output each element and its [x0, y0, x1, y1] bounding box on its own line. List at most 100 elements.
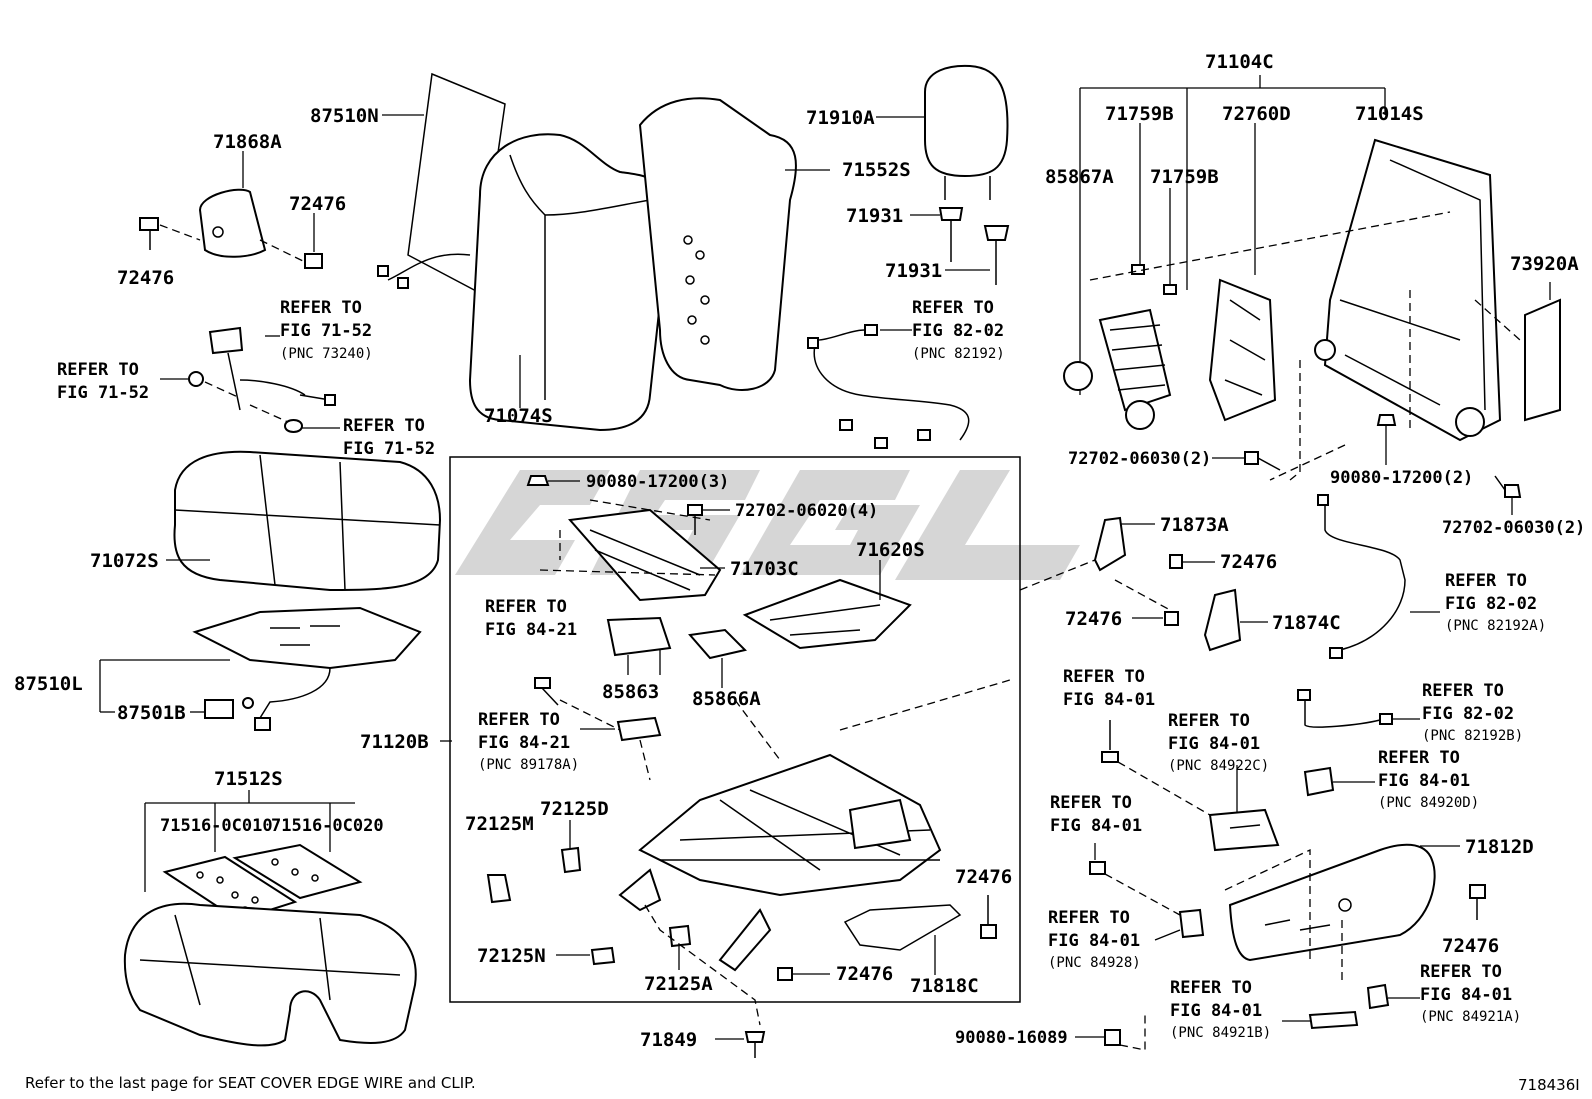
bolt-72476-track — [777, 967, 793, 981]
leader-ref-84928 — [1154, 929, 1181, 941]
seat-heater-pad — [192, 606, 422, 731]
svg-text:FIG 71-52: FIG 71-52 — [57, 383, 149, 403]
lumbar-switch-knob — [1303, 766, 1335, 797]
svg-text:FIG 84-01: FIG 84-01 — [1378, 771, 1470, 791]
ref-callout: REFER TO FIG 84-01 (PNC 84928) — [1048, 908, 1141, 971]
headrest — [924, 64, 1009, 200]
leader-71104C — [1079, 87, 1386, 395]
bolt-72476-left — [139, 217, 159, 250]
part-label: 71703C — [730, 558, 799, 580]
part-label: 71512S — [214, 768, 283, 790]
part-label: 71873A — [1160, 514, 1229, 536]
part-label: 71516-0C020 — [271, 816, 384, 836]
svg-text:(PNC 84921A): (PNC 84921A) — [1420, 1009, 1521, 1025]
svg-text:(PNC 84921B): (PNC 84921B) — [1170, 1025, 1271, 1041]
seatback-cover — [468, 133, 672, 432]
dash-frame — [1089, 211, 1521, 430]
part-label: 72702-06020(4) — [735, 501, 878, 521]
part-label: 87510N — [310, 105, 379, 127]
svg-text:FIG 84-21: FIG 84-21 — [485, 620, 577, 640]
airbag-wire — [1317, 494, 1406, 659]
bracket-71874C — [1203, 588, 1242, 652]
part-label: 85863 — [602, 681, 659, 703]
part-label: 72125N — [477, 945, 546, 967]
ref-callout: REFER TO FIG 84-01 (PNC 84920D) — [1378, 748, 1479, 811]
headrest-support-1 — [938, 207, 964, 262]
part-label: 90080-17200(2) — [1330, 468, 1473, 488]
svg-text:FIG 84-01: FIG 84-01 — [1420, 985, 1512, 1005]
dash-84-21 — [559, 699, 641, 741]
footer-note: Refer to the last page for SEAT COVER ED… — [25, 1074, 476, 1092]
part-label: 85867A — [1045, 166, 1114, 188]
svg-text:REFER TO: REFER TO — [485, 597, 567, 617]
clip-72125N — [590, 946, 616, 966]
part-label: 72702-06030(2) — [1442, 518, 1585, 538]
belt-guide-cover — [198, 188, 267, 258]
dash-buckle — [204, 381, 241, 399]
part-label: 72476 — [1442, 935, 1499, 957]
dash-84-01-b — [1104, 873, 1181, 916]
seat-cushion-frame — [742, 578, 912, 650]
svg-text:(PNC 84920D): (PNC 84920D) — [1378, 795, 1479, 811]
knob-84921B — [1308, 1010, 1359, 1030]
power-seat-switch — [1208, 808, 1280, 852]
svg-text:REFER TO: REFER TO — [1445, 571, 1527, 591]
dash-shield — [1224, 848, 1343, 980]
lumbar-module — [606, 616, 672, 657]
part-label: 71072S — [90, 550, 159, 572]
lumbar-motor-b — [1125, 400, 1155, 430]
part-label: 72476 — [955, 866, 1012, 888]
svg-text:(PNC 84922C): (PNC 84922C) — [1168, 758, 1269, 774]
ref-callout: REFER TO FIG 84-01 — [1063, 667, 1155, 710]
diagram-id: 718436I — [1518, 1076, 1580, 1094]
clip-72125M — [486, 874, 512, 904]
dash-track-top — [539, 499, 716, 576]
part-label: 71552S — [842, 159, 911, 181]
switch-wire — [1297, 689, 1393, 728]
clip-72125D — [560, 846, 582, 874]
part-label: 71874C — [1272, 612, 1341, 634]
ref-84-21-bolt — [534, 677, 559, 706]
part-label: 72476 — [117, 267, 174, 289]
svg-text:(PNC 82192B): (PNC 82192B) — [1422, 728, 1523, 744]
switch-knob-84928 — [1178, 908, 1205, 939]
part-label: 71868A — [213, 131, 282, 153]
seatback-frame — [1314, 138, 1502, 442]
part-label: 73920A — [1510, 253, 1579, 275]
part-label: 72125D — [540, 798, 609, 820]
svg-text:FIG 84-01: FIG 84-01 — [1050, 816, 1142, 836]
cushion-pad-insert-a — [162, 855, 298, 922]
svg-text:FIG 84-21: FIG 84-21 — [478, 733, 570, 753]
ref-callout: REFER TO FIG 84-01 (PNC 84921A) — [1420, 962, 1521, 1025]
ref-84-21-motor — [616, 716, 662, 742]
svg-text:(PNC 82192): (PNC 82192) — [912, 346, 1005, 362]
ref-callout: REFER TO FIG 71-52 (PNC 73240) — [280, 298, 373, 362]
part-label: 72702-06030(2) — [1068, 449, 1211, 469]
track-nut — [526, 475, 550, 486]
seatback-pad — [638, 97, 797, 391]
part-label: 71759B — [1150, 166, 1219, 188]
leader-71512S — [144, 802, 355, 892]
dash-71868A-bolt2 — [259, 239, 306, 263]
dash-buckle2 — [249, 404, 289, 423]
part-label: 71812D — [1465, 836, 1534, 858]
clip-72125A — [668, 924, 692, 948]
part-label: 72476 — [1220, 551, 1277, 573]
bolt-72702-06030-right — [1494, 475, 1522, 498]
part-label: 71849 — [640, 1029, 697, 1051]
lumbar-support-plate — [1098, 308, 1172, 412]
part-label: 71818C — [910, 975, 979, 997]
ref-callout: REFER TO FIG 82-02 (PNC 82192B) — [1422, 681, 1523, 744]
screw-90080-16089 — [1104, 1029, 1121, 1046]
svg-text:REFER TO: REFER TO — [280, 298, 362, 318]
svg-text:REFER TO: REFER TO — [1422, 681, 1504, 701]
part-label: 72476 — [1065, 608, 1122, 630]
part-label: 72125M — [465, 813, 534, 835]
svg-text:FIG 84-01: FIG 84-01 — [1168, 734, 1260, 754]
dash-71868A-bolt — [159, 224, 201, 241]
ref-callout: REFER TO FIG 84-21 (PNC 89178A) — [478, 710, 579, 773]
svg-text:REFER TO: REFER TO — [1048, 908, 1130, 928]
headrest-support-2 — [983, 225, 1010, 285]
svg-text:REFER TO: REFER TO — [1420, 962, 1502, 982]
seat-cushion-pad — [123, 902, 417, 1047]
